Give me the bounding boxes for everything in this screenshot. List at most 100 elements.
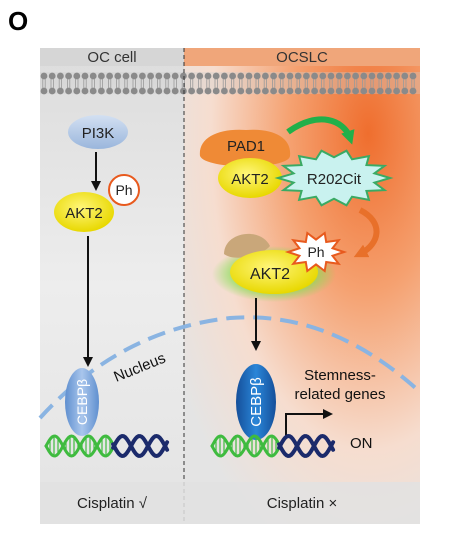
lipid-head-inner (319, 87, 327, 95)
lipid-head-inner (368, 87, 376, 95)
lipid-head-outer (311, 72, 318, 80)
lipid-head-outer (196, 72, 204, 80)
lipid-head-inner (212, 87, 220, 95)
r202cit-burst (274, 149, 394, 207)
pi3k-label: PI3K (82, 125, 115, 142)
dna-strand (210, 434, 280, 458)
lipid-tail (214, 79, 218, 88)
left-akt2-label: AKT2 (65, 205, 103, 222)
lipid-head-outer (65, 72, 72, 80)
lipid-tail (67, 79, 71, 88)
lipid-tail (362, 79, 366, 88)
lipid-head-inner (196, 87, 204, 95)
lipid-head-outer (344, 72, 351, 80)
lipid-tail (411, 79, 415, 88)
lipid-head-inner (294, 87, 302, 95)
lipid-tail (395, 79, 399, 88)
lipid-head-inner (106, 87, 113, 95)
right-akt2-mid-label: AKT2 (250, 266, 290, 283)
lipid-head-inner (385, 87, 392, 95)
transcription-start-arrow (285, 409, 333, 436)
r202cit-label: R202Cit (307, 171, 362, 188)
footer-strip (40, 482, 420, 524)
lipid-head-outer (73, 72, 81, 80)
lipid-head-inner (163, 87, 171, 95)
lipid-head-outer (335, 72, 343, 80)
lipid-head-outer (40, 72, 48, 80)
lipid-tail (140, 79, 144, 88)
lipid-head-inner (335, 87, 343, 95)
lipid-tail (403, 79, 407, 88)
lipid-head-inner (245, 87, 253, 95)
right-cebpb-label: CEBPβ (248, 377, 265, 427)
lipid-tail (263, 79, 267, 88)
panel-letter: O (8, 6, 28, 36)
lipid-head-inner (352, 87, 359, 95)
lipid-tail (58, 79, 62, 88)
lipid-head-inner (221, 87, 228, 95)
lipid-head-inner (344, 87, 351, 95)
lipid-tail (345, 79, 349, 88)
lipid-head-outer (303, 72, 310, 80)
lipid-tail (304, 79, 308, 88)
lipid-tail (247, 79, 251, 88)
pad1-node (199, 129, 291, 167)
lipid-head-outer (253, 72, 261, 80)
lipid-head-outer (319, 72, 327, 80)
dna-strand (277, 433, 336, 458)
lipid-tail (386, 79, 390, 88)
lipid-head-outer (89, 72, 97, 80)
pi3k-node (68, 115, 128, 149)
lipid-head-outer (130, 72, 138, 80)
lipid-head-inner (171, 87, 179, 95)
lipid-head-outer (278, 72, 286, 80)
lipid-head-outer (286, 72, 294, 80)
lipid-head-inner (204, 87, 212, 95)
lipid-head-outer (106, 72, 113, 80)
lipid-tail (239, 79, 243, 88)
lipid-head-outer (122, 72, 130, 80)
phosphorylation-arrow (353, 207, 380, 258)
cell-membrane (40, 72, 420, 95)
left-footer: Cisplatin √ (77, 495, 148, 512)
left-phospho-label: Ph (115, 182, 132, 198)
lipid-head-outer (229, 72, 237, 80)
lipid-head-outer (376, 72, 384, 80)
left-akt2-node (54, 192, 114, 232)
lipid-tail (222, 79, 226, 88)
lipid-head-inner (237, 87, 245, 95)
lipid-head-outer (204, 72, 212, 80)
nucleus-envelope (38, 315, 422, 420)
right-akt2-top-node (218, 158, 282, 198)
stemness-genes-line2: related genes (295, 386, 386, 403)
lipid-head-outer (81, 72, 89, 80)
lipid-tail (99, 79, 103, 88)
lipid-head-inner (360, 87, 368, 95)
lipid-tail (50, 79, 54, 88)
lipid-head-outer (221, 72, 228, 80)
right-footer: Cisplatin × (267, 495, 337, 512)
lipid-head-inner (65, 87, 72, 95)
left-header: OC cell (87, 49, 136, 66)
lipid-tail (321, 79, 325, 88)
dna-strand (44, 434, 114, 458)
lipid-head-inner (327, 87, 335, 95)
lipid-head-inner (311, 87, 318, 95)
lipid-tail (378, 79, 382, 88)
lipid-head-outer (155, 72, 163, 80)
lipid-head-outer (163, 72, 171, 80)
lipid-head-outer (147, 72, 155, 80)
lipid-head-outer (294, 72, 302, 80)
lipid-head-inner (401, 87, 409, 95)
lipid-tail (370, 79, 374, 88)
lipid-tail (231, 79, 235, 88)
lipid-head-outer (401, 72, 409, 80)
right-header-strip (184, 48, 420, 66)
dna-strand (277, 434, 336, 459)
lipid-tail (206, 79, 210, 88)
lipid-tail (288, 79, 292, 88)
lipid-tail (149, 79, 153, 88)
lipid-head-inner (286, 87, 294, 95)
lipid-head-outer (393, 72, 400, 80)
